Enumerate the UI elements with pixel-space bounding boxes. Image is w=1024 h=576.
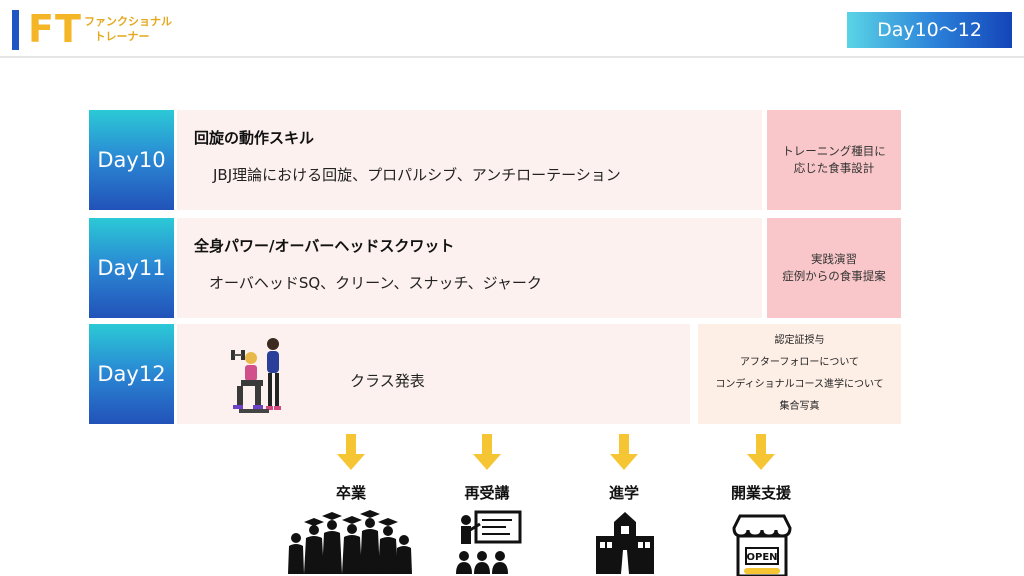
brand-subtitle-line1: ファンクショナル [84, 15, 172, 28]
day11-side-line1: 実践演習 [811, 252, 857, 266]
day11-title: 全身パワー/オーバーヘッドスクワット [194, 237, 455, 255]
graduation-crowd-icon [288, 510, 412, 574]
open-shop-icon: OPEN [732, 514, 792, 576]
day11-description: オーバヘッドSQ、クリーン、スナッチ、ジャーク [209, 274, 542, 292]
school-building-icon [596, 512, 654, 574]
day11-side-line2: 症例からの食事提案 [782, 269, 886, 283]
day12-side-line2: アフターフォローについて [739, 357, 860, 368]
day11-side-panel: 実践演習 症例からの食事提案 [767, 218, 901, 318]
fitness-trainers-illustration [231, 338, 281, 413]
day12-side-line1: 認定証授与 [774, 335, 825, 346]
day10-description: JBJ理論における回旋、プロパルシブ、アンチローテーション [213, 166, 621, 184]
day10-content: 回旋の動作スキル JBJ理論における回旋、プロパルシブ、アンチローテーション [177, 110, 762, 210]
outcome-advance: 進学 [608, 484, 639, 502]
lecture-presenter-icon [456, 510, 522, 574]
header-divider [0, 56, 1024, 58]
day10-side-line2: 応じた食事設計 [793, 161, 875, 175]
day11-label-text: Day11 [97, 256, 166, 280]
day10-title: 回旋の動作スキル [194, 129, 315, 147]
arrow-down-icon [337, 434, 365, 470]
day12-label: Day12 [89, 324, 174, 424]
day10-side-line1: トレーニング種目に [782, 144, 886, 158]
day10-side-panel: トレーニング種目に 応じた食事設計 [767, 110, 901, 210]
day11-label: Day11 [89, 218, 174, 318]
arrow-down-icon [473, 434, 501, 470]
day10-label: Day10 [89, 110, 174, 210]
arrow-down-icon [610, 434, 638, 470]
brand-logo: FT [28, 7, 82, 51]
outcome-business-support: 開業支援 [730, 484, 791, 502]
day-range-badge: Day10〜12 [847, 12, 1012, 48]
brand-accent-bar [12, 10, 19, 50]
outcome-graduation: 卒業 [335, 484, 366, 502]
arrow-down-icon [747, 434, 775, 470]
svg-text:OPEN: OPEN [746, 552, 777, 563]
day11-content: 全身パワー/オーバーヘッドスクワット オーバヘッドSQ、クリーン、スナッチ、ジャ… [177, 218, 762, 318]
day12-description: クラス発表 [350, 372, 425, 390]
day12-content: クラス発表 [177, 324, 690, 424]
day12-side-panel: 認定証授与 アフターフォローについて コンディショナルコース進学について 集合写… [698, 324, 901, 424]
day12-label-text: Day12 [97, 362, 166, 386]
outcome-retake: 再受講 [464, 484, 510, 502]
brand-subtitle-line2: トレーナー [94, 30, 150, 43]
day12-side-line3: コンディショナルコース進学について [715, 379, 884, 390]
day12-side-line4: 集合写真 [779, 401, 820, 412]
brand-subtitle: ファンクショナル トレーナー [84, 14, 172, 44]
day10-label-text: Day10 [97, 148, 166, 172]
